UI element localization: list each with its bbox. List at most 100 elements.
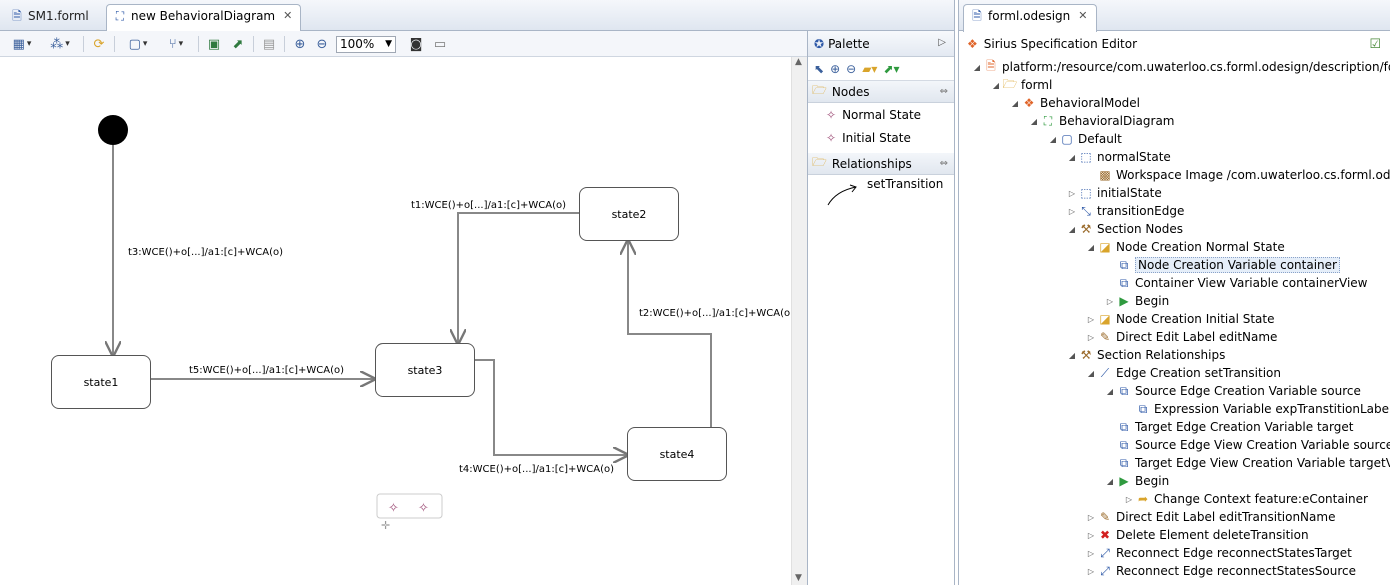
pin-drawer-icon[interactable]: ⇔ [939, 158, 948, 169]
expanded-toggle-icon[interactable]: ◢ [1106, 386, 1114, 396]
tree-item[interactable]: ◢▢Default [1047, 130, 1122, 148]
diagram-canvas[interactable]: ✧ ✧ ✛ state1 state2 state3 state4 t3:WCE… [0, 57, 807, 585]
palette-item-initial-state[interactable]: ✧ Initial State [808, 126, 954, 149]
collapsed-toggle-icon[interactable]: ▷ [1068, 188, 1076, 198]
state-node-state3[interactable]: state3 [375, 343, 475, 397]
zoom-out-icon[interactable]: ⊖ [316, 36, 328, 52]
tree-item[interactable]: ◢⬚normalState [1066, 148, 1171, 166]
tree-item[interactable]: ◢⛶BehavioralDiagram [1028, 112, 1175, 130]
expanded-toggle-icon[interactable]: ◢ [1068, 152, 1076, 162]
collapsed-toggle-icon[interactable]: ▷ [1106, 296, 1114, 306]
image-icon: ▩ [1099, 168, 1111, 182]
tab-sm1-forml[interactable]: 🗎 SM1.forml [4, 5, 97, 31]
tree-item[interactable]: ▩Workspace Image /com.uwaterloo.cs.forml… [1085, 166, 1390, 184]
expanded-toggle-icon[interactable]: ◢ [1049, 134, 1057, 144]
tree-item[interactable]: ◢❖BehavioralModel [1009, 94, 1140, 112]
edge-label-t5[interactable]: t5:WCE()+o[...]/a1:[c]+WCA(o) [189, 365, 345, 376]
zoom-in-icon[interactable]: ⊕ [294, 36, 306, 52]
tree-item[interactable]: ◢⚒Section Nodes [1066, 220, 1183, 238]
close-icon[interactable]: ✕ [1078, 9, 1088, 22]
scroll-down-icon[interactable]: ▼ [795, 573, 802, 583]
paste-icon[interactable]: ▤ [262, 36, 276, 52]
tree-item[interactable]: ▷⤡transitionEdge [1066, 202, 1184, 220]
edge-label-t1[interactable]: t1:WCE()+o[...]/a1:[c]+WCA(o) [411, 200, 567, 211]
collapsed-toggle-icon[interactable]: ▷ [1087, 548, 1095, 558]
tree-item[interactable]: ▷✖Delete Element deleteTransition [1085, 526, 1309, 544]
select-menu-icon[interactable]: ▦ [8, 35, 36, 53]
expanded-toggle-icon[interactable]: ◢ [1068, 224, 1076, 234]
vertical-scrollbar[interactable]: ▲ ▼ [791, 57, 807, 585]
edge-t1 [458, 212, 579, 343]
pin-icon[interactable]: ⬈ [232, 36, 244, 52]
layer-icon[interactable]: ▢ [122, 35, 154, 53]
arrange-icon[interactable]: ⁂ [44, 35, 76, 53]
edge-label-t2[interactable]: t2:WCE()+o[...]/a1:[c]+WCA(o) [639, 308, 795, 319]
tree-item[interactable]: ▷✎Direct Edit Label editName [1085, 328, 1278, 346]
state-node-state2[interactable]: state2 [579, 187, 679, 241]
tree-item[interactable]: ⧉Node Creation Variable container [1104, 256, 1340, 274]
state-node-state4[interactable]: state4 [627, 427, 727, 481]
palette-item-settransition[interactable]: setTransition [808, 175, 954, 215]
tree-item[interactable]: ▷▶Begin [1104, 292, 1169, 310]
tree-item[interactable]: ▷➦Change Context feature:eContainer [1123, 490, 1368, 508]
expanded-toggle-icon[interactable]: ◢ [1106, 476, 1114, 486]
export-icon[interactable]: ▣ [207, 36, 221, 52]
scroll-up-icon[interactable]: ▲ [795, 57, 802, 67]
tab-forml-odesign[interactable]: 🗎 forml.odesign ✕ [963, 4, 1097, 32]
pin-drawer-icon[interactable]: ⇔ [939, 86, 948, 97]
tree-item[interactable]: ▷◪Node Creation Initial State [1085, 310, 1275, 328]
edge-label-t3[interactable]: t3:WCE()+o[...]/a1:[c]+WCA(o) [128, 247, 284, 258]
tree-item[interactable]: ⧉Expression Variable expTranstitionLabel [1123, 400, 1390, 418]
expanded-toggle-icon[interactable]: ◢ [1068, 350, 1076, 360]
tree-item[interactable]: ▷⤢Reconnect Edge reconnectStatesTarget [1085, 544, 1352, 562]
validate-icon[interactable]: ☑ [1369, 36, 1381, 52]
tree-item[interactable]: ◢⟋Edge Creation setTransition [1085, 364, 1281, 382]
tree-item[interactable]: ◢⚒Section Relationships [1066, 346, 1225, 364]
collapsed-toggle-icon[interactable]: ▷ [1087, 332, 1095, 342]
popup-bar: ✧ ✧ ✛ [376, 493, 443, 532]
collapsed-toggle-icon[interactable]: ▷ [1087, 314, 1095, 324]
palette-drawer-nodes[interactable]: 🗁 Nodes ⇔ [808, 81, 954, 103]
collapsed-toggle-icon[interactable]: ▷ [1087, 566, 1095, 576]
expanded-toggle-icon[interactable]: ◢ [973, 62, 981, 72]
note-attachment-tool-icon[interactable]: ⬈▾ [883, 61, 900, 76]
collapsed-toggle-icon[interactable]: ▷ [1125, 494, 1133, 504]
zoom-in-tool-icon[interactable]: ⊕ [830, 61, 841, 76]
expanded-toggle-icon[interactable]: ◢ [1087, 242, 1095, 252]
tree-item[interactable]: ▷⤢Reconnect Edge reconnectStatesSource [1085, 562, 1356, 580]
tree-item[interactable]: ◢🗁forml [990, 76, 1052, 94]
tree-item[interactable]: ▷✎Direct Edit Label editTransitionName [1085, 508, 1336, 526]
tree-item[interactable]: ⧉Container View Variable containerView [1104, 274, 1368, 292]
tree-item[interactable]: ◢⧉Source Edge Creation Variable source [1104, 382, 1361, 400]
select-tool-icon[interactable]: ⬉ [814, 61, 825, 76]
state-node-state1[interactable]: state1 [51, 355, 151, 409]
tab-new-behavioral-diagram[interactable]: ⛶ new BehavioralDiagram ✕ [106, 4, 302, 32]
tree-item[interactable]: ▷⬚initialState [1066, 184, 1162, 202]
tree-item[interactable]: ⧉Source Edge View Creation Variable sour… [1104, 436, 1390, 454]
note-tool-icon[interactable]: ▰▾ [862, 61, 878, 76]
file-icon: 🗎 [986, 58, 996, 73]
expanded-toggle-icon[interactable]: ◢ [992, 80, 1000, 90]
edge-label-t4[interactable]: t4:WCE()+o[...]/a1:[c]+WCA(o) [459, 464, 615, 475]
palette-item-normal-state[interactable]: ✧ Normal State [808, 103, 954, 126]
tree-item[interactable]: ⧉Target Edge View Creation Variable targ… [1104, 454, 1390, 472]
collapsed-toggle-icon[interactable]: ▷ [1087, 512, 1095, 522]
collapsed-toggle-icon[interactable]: ▷ [1068, 206, 1076, 216]
palette-drawer-relationships[interactable]: 🗁 Relationships ⇔ [808, 153, 954, 175]
filter-icon[interactable]: ⑂ [160, 35, 192, 53]
expanded-toggle-icon[interactable]: ◢ [1087, 368, 1095, 378]
zoom-select[interactable]: 100% ▼ [336, 36, 396, 53]
collapsed-toggle-icon[interactable]: ▷ [1087, 530, 1095, 540]
refresh-icon[interactable]: ⟳ [93, 36, 105, 52]
collapse-palette-icon[interactable]: ▷ [938, 37, 946, 48]
zoom-out-tool-icon[interactable]: ⊖ [846, 61, 857, 76]
properties-icon[interactable]: ▭ [433, 36, 447, 52]
tree-item[interactable]: ◢🗎platform:/resource/com.uwaterloo.cs.fo… [971, 58, 1390, 76]
tree-item[interactable]: ◢▶Begin [1104, 472, 1169, 490]
expanded-toggle-icon[interactable]: ◢ [1030, 116, 1038, 126]
expanded-toggle-icon[interactable]: ◢ [1011, 98, 1019, 108]
tree-item[interactable]: ◢◪Node Creation Normal State [1085, 238, 1285, 256]
camera-icon[interactable]: ◙ [409, 36, 423, 52]
close-icon[interactable]: ✕ [283, 9, 293, 22]
tree-item[interactable]: ⧉Target Edge Creation Variable target [1104, 418, 1354, 436]
